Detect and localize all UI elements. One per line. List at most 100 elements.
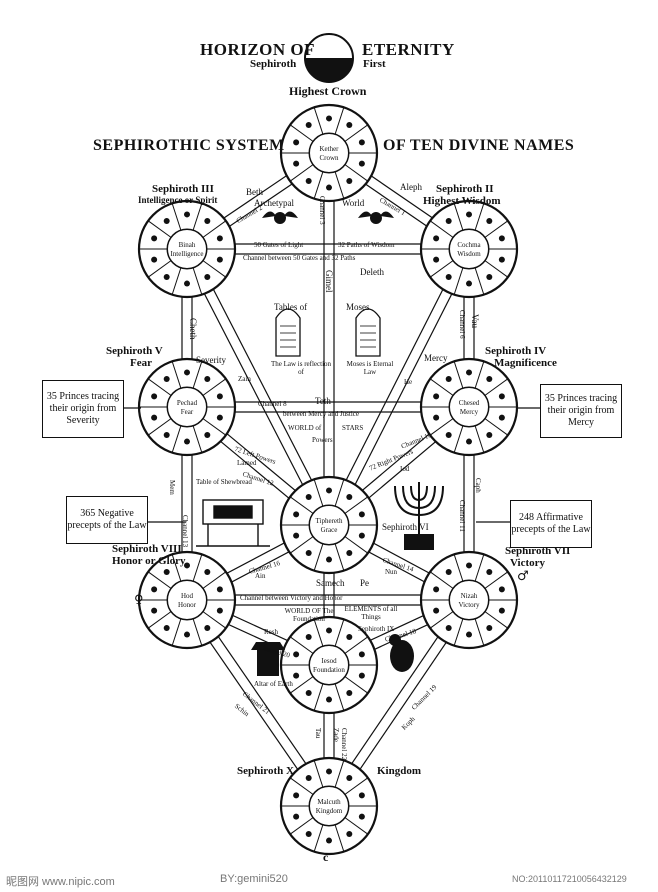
world-of-label: WORLD of — [288, 424, 322, 432]
table-shewbread-label: Table of Shewbread — [196, 478, 252, 486]
seph8-title: Sephiroth VIII — [112, 543, 182, 555]
horizon-of-eternity-symbol — [304, 33, 354, 83]
law-left-label: The Law is reflection of — [270, 360, 332, 376]
beth-label: Beth — [246, 187, 263, 197]
vau-label: Vau — [470, 314, 480, 328]
seph2-subtitle: Highest Wisdom — [423, 195, 501, 207]
seph6-label: Sephiroth VI — [382, 522, 429, 532]
footer-author: BY:gemini520 — [220, 873, 288, 885]
cherub-icon-right — [358, 211, 394, 224]
system-title-left: SEPHIROTHIC SYSTEM — [93, 137, 285, 154]
footer-number: NO:20110117210056432129 — [512, 874, 627, 884]
seph4-subtitle: Magnificence — [494, 357, 557, 369]
channel-11-label: Channel 11 — [458, 500, 466, 532]
altar-label: Altar of Earth — [254, 680, 293, 688]
sephiroth-ix-label: Sephiroth IX — [358, 625, 395, 633]
sephirah-malkuth-label: Malcuth — [317, 798, 341, 806]
altar-icon — [251, 642, 285, 676]
iod-label: Iod — [400, 465, 410, 473]
samech-label: Samech — [316, 578, 345, 588]
powers-label: Powers — [312, 436, 333, 444]
teth-label: Teth — [315, 396, 331, 406]
law-right-label: Moses is Eternal Law — [346, 360, 394, 376]
channel-victory-label: Channel between Victory and Honor — [240, 594, 343, 602]
channel-13-label: Channel 13 — [181, 515, 189, 548]
table-of-shewbread-icon — [196, 499, 270, 547]
seph5-title: Sephiroth V — [106, 345, 163, 357]
tau-label: Tau — [314, 728, 322, 739]
sephirah-netzach-label: Nizah — [461, 592, 478, 600]
footer-site: 昵图网 www.nipic.com — [6, 876, 115, 888]
system-title-right: OF TEN DIVINE NAMES — [383, 137, 575, 154]
negative-precepts-box: 365 Negative precepts of the Law — [66, 496, 148, 544]
archetypal-label: Archetypal — [254, 198, 294, 208]
channel-path — [332, 250, 474, 528]
sephiroth-caption: Sephiroth — [250, 58, 297, 70]
mercy-label: Mercy — [424, 353, 448, 363]
elements-label: ELEMENTS of all Things — [344, 605, 398, 621]
aleph-label: Aleph — [400, 182, 422, 192]
pe-label: Pe — [360, 578, 369, 588]
menorah-icon — [394, 482, 444, 550]
sephirah-chesed-label: Chesed — [459, 399, 480, 407]
sephirah-geburah-label: Pechad — [177, 399, 198, 407]
moses-label: Moses — [346, 302, 370, 312]
channel-6-label: Channel 6 — [458, 310, 466, 339]
seph5-subtitle: Fear — [130, 357, 152, 369]
seph2-title: Sephiroth II — [436, 183, 494, 195]
paths-label: 32 Paths of Wisdom — [338, 241, 395, 249]
princes-severity-box: 35 Princes tracing their origin from Sev… — [42, 380, 124, 438]
sephirah-chesed-label: Mercy — [460, 408, 479, 416]
sephirah-hod-label: Hod — [181, 592, 194, 600]
sephirah-malkuth-label: Kingdom — [316, 807, 343, 815]
sephirah-chokmah-label: Cochma — [457, 241, 481, 249]
caph-label: Caph — [474, 478, 482, 493]
he-label: He — [404, 378, 413, 386]
mem-label: Mem — [168, 480, 176, 495]
lamed-label: Lamed — [237, 459, 257, 467]
affirmative-precepts-box: 248 Affirmative precepts of the Law — [510, 500, 592, 548]
mars-icon: ♂ — [517, 569, 529, 584]
channel-between-label: Channel between 50 Gates and 32 Paths — [243, 254, 356, 262]
creature-icon — [389, 634, 414, 672]
seph3-title: Sephiroth III — [152, 183, 214, 195]
sephirah-tiphereth-label: Tiphereth — [316, 517, 343, 525]
channel-path — [190, 246, 334, 523]
severity-label: Severity — [196, 355, 226, 365]
stars-label: STARS — [342, 424, 364, 432]
ain-label: Ain — [255, 572, 266, 580]
gates-label: 50 Gates of Light — [254, 241, 304, 249]
venus-icon: ♀ — [134, 593, 144, 608]
channel-22-label: Channel 22 — [340, 728, 348, 761]
sephirah-hod-label: Honor — [178, 601, 197, 609]
channel-8-label: Channel 8 — [258, 400, 287, 408]
sephirah-tiphereth-label: Grace — [321, 526, 338, 534]
sephirah-keter-label: Crown — [319, 154, 339, 162]
gimel-label: Gimel — [324, 270, 334, 293]
between-mercy-label: between Mercy and Justice — [283, 410, 359, 418]
cheth-label: Cheth — [188, 318, 198, 340]
world-foundation-label: WORLD OF The Foundation — [284, 607, 334, 623]
seph7-subtitle: Victory — [510, 557, 546, 569]
channel-3-label: Channel 3 — [318, 196, 326, 225]
seph10-title: Sephiroth X — [237, 765, 294, 777]
sephirah-binah-label: Intelligence — [170, 250, 203, 258]
sephirah-keter-label: Kether — [319, 145, 339, 153]
kingdom-label: Kingdom — [377, 765, 422, 777]
deleth-label: Deleth — [360, 267, 384, 277]
zain-label: Zain — [238, 375, 251, 383]
zade-label: Zade — [332, 728, 340, 742]
resh-label: Resh — [264, 628, 278, 636]
channel-path — [324, 246, 466, 524]
seph7-title: Sephiroth VII — [505, 545, 571, 557]
channel-path — [182, 251, 326, 528]
